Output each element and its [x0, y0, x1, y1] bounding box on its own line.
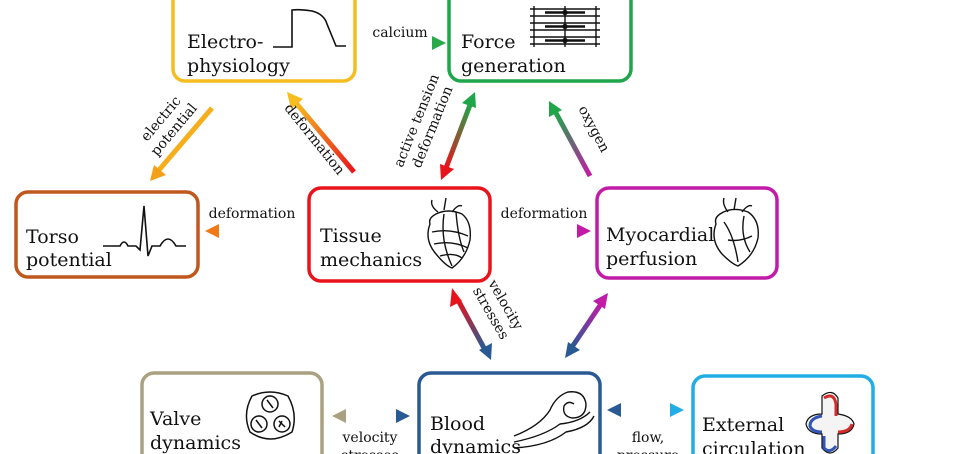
node-blood-dynamics-line2: dynamics — [430, 436, 521, 454]
valve-icon — [245, 391, 295, 440]
heart-vessels-icon — [713, 197, 759, 267]
arrow-deformation-to-electro — [287, 92, 356, 174]
node-electrophysiology-frame — [171, 0, 357, 83]
node-torso-potential-line1: Torso — [26, 226, 79, 248]
label-deformation-to-electro: deformation — [281, 101, 348, 178]
arrow-deformation-to-myo — [505, 224, 591, 238]
node-myocardial-perfusion-line1: Myocardial — [606, 224, 714, 246]
node-external-circulation: External circulation — [691, 374, 875, 454]
node-force-generation: Force generation — [447, 0, 633, 83]
ecg-icon — [103, 205, 186, 257]
circulation-loop-icon — [805, 391, 855, 454]
node-valve-dynamics-line2: dynamics — [150, 432, 241, 454]
node-valve-dynamics-line1: Valve — [149, 408, 201, 430]
node-tissue-mechanics: Tissue mechanics — [307, 186, 492, 283]
label-velocity-valve: velocity — [342, 430, 398, 446]
arrow-oxygen — [549, 101, 593, 178]
label-oxygen: oxygen — [575, 103, 613, 155]
node-force-generation-line1: Force — [461, 31, 516, 53]
heart-mesh-icon — [427, 197, 472, 269]
arrow-myo-blood — [565, 293, 608, 358]
node-torso-potential-line2: potential — [26, 249, 112, 271]
node-valve-dynamics: Valve dynamics — [140, 371, 324, 454]
node-myocardial-perfusion-line2: perfusion — [606, 248, 697, 270]
node-myocardial-perfusion: Myocardial perfusion — [595, 186, 779, 280]
label-deformation-to-torso: deformation — [209, 206, 296, 222]
node-external-circulation-line1: External — [702, 414, 784, 436]
arrow-electric-potential — [150, 106, 214, 181]
node-external-circulation-frame — [691, 374, 875, 454]
arrow-active-tension — [440, 92, 476, 180]
label-electric-potential: electric potential — [138, 93, 201, 159]
node-electrophysiology: Electro- physiology — [171, 0, 357, 83]
label-pressure: pressure — [617, 448, 679, 454]
label-deformation-to-myo: deformation — [501, 206, 588, 222]
node-torso-potential: Torso potential — [14, 190, 200, 279]
node-torso-potential-frame — [14, 190, 200, 279]
node-electrophysiology-line1: Electro- — [187, 31, 263, 53]
node-blood-dynamics-frame — [417, 371, 602, 454]
node-blood-dynamics: Blood dynamics — [417, 371, 602, 454]
node-valve-dynamics-frame — [140, 371, 324, 454]
arrow-deformation-to-torso — [205, 224, 291, 238]
label-stresses-valve: stresses — [341, 448, 399, 454]
arrow-calcium — [364, 36, 446, 50]
node-force-generation-frame — [447, 0, 633, 83]
action-potential-icon — [273, 8, 346, 48]
node-tissue-mechanics-line2: mechanics — [320, 249, 422, 271]
node-tissue-mechanics-line1: Tissue — [320, 225, 382, 247]
node-force-generation-line2: generation — [461, 55, 566, 77]
label-flow: flow, — [632, 430, 665, 446]
sarcomere-icon — [530, 6, 600, 47]
label-calcium: calcium — [372, 25, 427, 41]
arrow-tissue-blood — [450, 288, 492, 360]
vortex-icon — [513, 391, 595, 449]
label-deformation-electro-group: deformation — [281, 101, 348, 178]
arrow-blood-external — [607, 403, 684, 417]
node-tissue-mechanics-frame — [307, 186, 492, 283]
arrow-valve-blood — [332, 409, 410, 423]
label-oxygen-group: oxygen — [575, 103, 613, 155]
node-blood-dynamics-line1: Blood — [430, 413, 485, 435]
node-electrophysiology-line2: physiology — [187, 55, 290, 77]
node-external-circulation-line2: circulation — [702, 438, 805, 454]
node-myocardial-perfusion-frame — [595, 186, 779, 280]
